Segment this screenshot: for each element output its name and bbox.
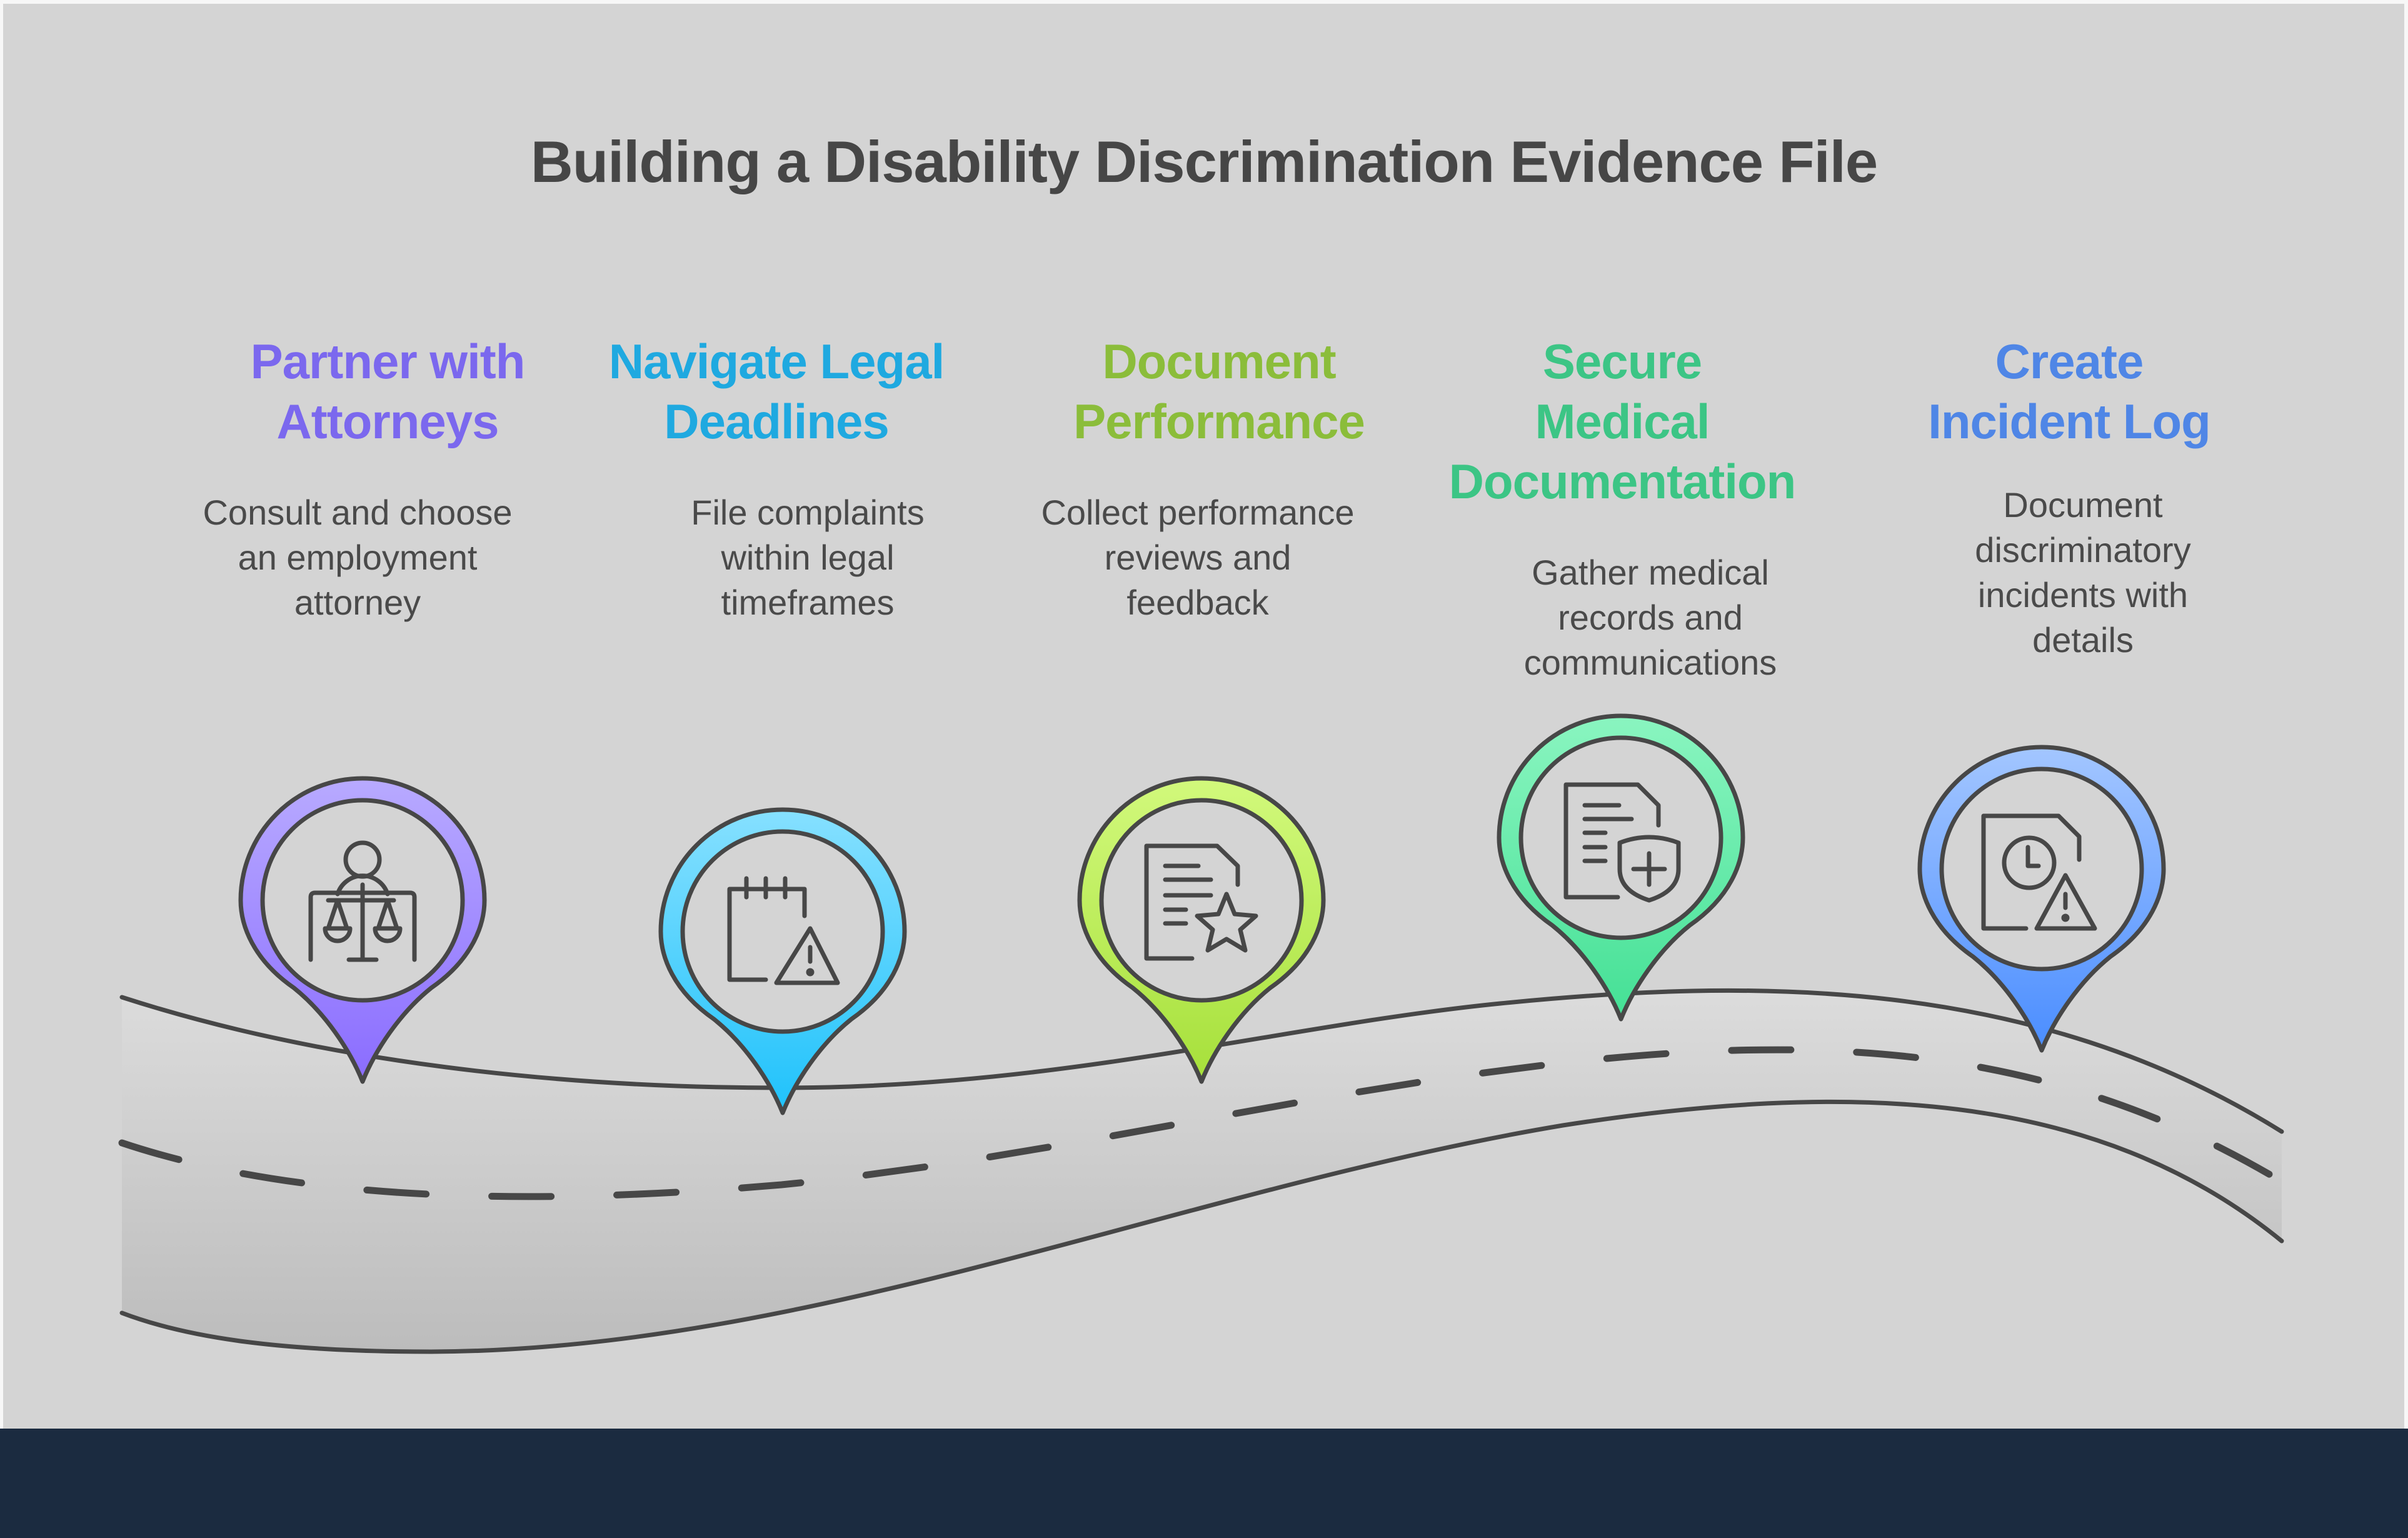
step-5-description-line: discriminatory [1975, 530, 2191, 570]
step-4-heading-line: Medical [1535, 394, 1710, 449]
step-5-pin [1917, 745, 2166, 1053]
step-2-pin [658, 807, 907, 1115]
step-4-heading-line: Secure [1542, 334, 1702, 389]
document-medical-shield-icon [1563, 782, 1681, 903]
road-surface [122, 990, 2282, 1352]
step-4-pin [1497, 713, 1745, 1022]
step-5-description-line: Document [2003, 485, 2163, 525]
step-2-description-line: within legal [721, 538, 895, 577]
step-4-description-line: Gather medical [1532, 553, 1769, 592]
step-1-description-line: attorney [294, 583, 421, 622]
step-5-description-line: incidents with [1977, 575, 2189, 615]
step-4-description-line: communications [1523, 643, 1777, 682]
step-2-description: File complaints within legal timeframes [614, 490, 1001, 625]
step-5-description: Document discriminatory incidents with d… [1889, 483, 2277, 663]
step-3-pin [1077, 776, 1326, 1084]
attorney-scales-icon [308, 840, 417, 962]
document-star-icon [1144, 843, 1258, 961]
step-2-heading-line: Deadlines [664, 394, 889, 449]
calendar-warning-icon [727, 876, 840, 985]
step-3-description: Collect performance reviews and feedback [1004, 490, 1392, 625]
step-1-heading: Partner with Attorneys [194, 331, 581, 451]
step-5-description-line: details [2032, 620, 2134, 660]
step-5-heading-line: Create [1995, 334, 2144, 389]
step-4-heading: Secure Medical Documentation [1428, 331, 1816, 511]
footer-bar [0, 1429, 2408, 1538]
step-3-heading-line: Performance [1073, 394, 1365, 449]
roadmap-diagram [118, 713, 2285, 1354]
road-bottom-edge [119, 1099, 2284, 1354]
step-3-heading: Document Performance [1025, 331, 1413, 451]
document-clock-warning-icon [1981, 813, 2097, 931]
step-2-heading: Navigate Legal Deadlines [583, 331, 970, 451]
step-1-description-line: an employment [238, 538, 478, 577]
step-3-description-line: Collect performance [1041, 493, 1355, 532]
step-5-heading: Create Incident Log [1875, 331, 2263, 451]
step-2-description-line: timeframes [721, 583, 895, 622]
step-3-description-line: feedback [1126, 583, 1269, 622]
step-1-description: Consult and choose an employment attorne… [164, 490, 551, 625]
step-3-description-line: reviews and [1104, 538, 1292, 577]
step-1-pin [238, 776, 487, 1084]
step-1-description-line: Consult and choose [203, 493, 513, 532]
step-1-heading-line: Partner with [250, 334, 526, 389]
step-5-heading-line: Incident Log [1928, 394, 2211, 449]
step-3-heading-line: Document [1102, 334, 1336, 389]
step-2-description-line: File complaints [691, 493, 925, 532]
step-4-description-line: records and [1558, 598, 1743, 637]
step-4-heading-line: Documentation [1448, 454, 1797, 509]
step-1-heading-line: Attorneys [276, 394, 499, 449]
step-4-description: Gather medical records and communication… [1457, 550, 1844, 685]
step-2-heading-line: Navigate Legal [608, 334, 945, 389]
diagram-title: Building a Disability Discrimination Evi… [530, 129, 1878, 194]
